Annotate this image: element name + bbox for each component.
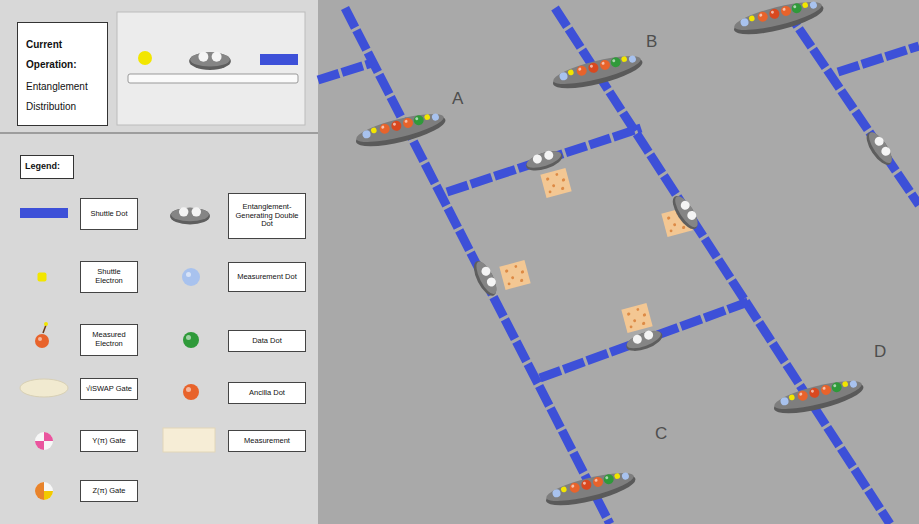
legend-text: Entanglement-Generating Double Dot bbox=[232, 203, 302, 229]
legend-swatch bbox=[183, 384, 199, 400]
legend-heading-box: Legend: bbox=[20, 155, 74, 179]
panel-divider bbox=[0, 132, 318, 134]
legend-swatch bbox=[38, 273, 47, 282]
legend-label-box: Measured Electron bbox=[80, 324, 138, 356]
shuttle-rail bbox=[318, 63, 372, 80]
box-heading: Current Operation: bbox=[26, 35, 102, 75]
highlight bbox=[186, 272, 191, 277]
preview-double-dot bbox=[189, 52, 231, 70]
legend-text: Y(π) Gate bbox=[92, 437, 126, 446]
legend-label-box: Z(π) Gate bbox=[80, 480, 138, 502]
legend-text: Shuttle Dot bbox=[90, 210, 127, 219]
site-label: D bbox=[874, 343, 886, 360]
double-dot bbox=[624, 326, 665, 355]
gate-sphere bbox=[35, 432, 53, 450]
site-label: C bbox=[655, 425, 667, 442]
box-body: Entanglement Distribution bbox=[26, 77, 102, 117]
gate-segment bbox=[35, 441, 44, 450]
legend-label-box: Data Dot bbox=[228, 330, 306, 352]
legend-label-box: Measurement bbox=[228, 430, 306, 452]
legend-label-box: Measurement Dot bbox=[228, 262, 306, 292]
legend-text: Measurement bbox=[244, 437, 290, 446]
legend-text: Data Dot bbox=[252, 337, 282, 346]
legend-text: Ancilla Dot bbox=[249, 389, 285, 398]
legend-swatch bbox=[20, 208, 68, 218]
operation-panel: Current Operation:Entanglement Distribut… bbox=[17, 22, 108, 126]
legend-text: Measured Electron bbox=[84, 331, 134, 348]
site-label: A bbox=[452, 90, 463, 107]
legend-label-box: Shuttle Dot bbox=[80, 198, 138, 230]
legend-swatch-group bbox=[183, 384, 199, 400]
dot-platform bbox=[543, 467, 638, 512]
legend-z-gate-symbol bbox=[35, 482, 53, 500]
legend-label-box: Shuttle Electron bbox=[80, 261, 138, 293]
preview-electron bbox=[138, 51, 152, 65]
electron-body bbox=[35, 334, 49, 348]
double-dot bbox=[524, 147, 565, 174]
legend-measured-electron-symbol bbox=[35, 322, 49, 348]
legend-label-box: Entanglement-Generating Double Dot bbox=[228, 193, 306, 239]
legend-text: √iSWAP Gate bbox=[86, 385, 132, 394]
highlight bbox=[186, 387, 191, 392]
preview-shuttle-dot bbox=[260, 54, 298, 65]
electron-stem bbox=[43, 325, 46, 333]
legend-measurement-symbol bbox=[163, 428, 215, 452]
dot-platform bbox=[353, 108, 448, 153]
gate-segment bbox=[35, 491, 44, 500]
shuttle-rails bbox=[318, 8, 919, 524]
gate-segment bbox=[35, 482, 44, 491]
legend-y-gate-symbol bbox=[35, 432, 53, 450]
measurement-tile bbox=[540, 168, 571, 198]
preview-bar bbox=[128, 74, 298, 83]
legend-swatch-group bbox=[183, 332, 199, 348]
legend-label-box: Ancilla Dot bbox=[228, 382, 306, 404]
gate-sphere bbox=[35, 482, 53, 500]
legend-text: Shuttle Electron bbox=[84, 268, 134, 285]
dot-platform bbox=[771, 375, 866, 420]
site-label: B bbox=[646, 33, 657, 50]
legend-iswap-symbol bbox=[20, 379, 68, 397]
legend-swatch-group bbox=[38, 273, 47, 282]
shuttle-rail bbox=[785, 8, 919, 205]
side-panel bbox=[0, 0, 318, 524]
dot-platform bbox=[731, 0, 826, 41]
highlight bbox=[186, 335, 191, 340]
dot-platform bbox=[550, 50, 645, 95]
shuttle-rail bbox=[838, 46, 919, 72]
scene-ground bbox=[318, 0, 919, 524]
legend-text: Measurement Dot bbox=[237, 273, 297, 282]
legend-swatch-group bbox=[20, 208, 68, 218]
measurement-tile bbox=[499, 260, 530, 290]
shuttle-rail bbox=[540, 302, 748, 378]
double-dot bbox=[862, 128, 897, 169]
gate-segment bbox=[44, 432, 53, 441]
box-heading: Legend: bbox=[25, 159, 69, 173]
legend-swatch-group bbox=[182, 268, 200, 286]
legend-label-box: √iSWAP Gate bbox=[80, 378, 138, 400]
double-dot bbox=[668, 192, 703, 233]
legend-double-dot-symbol bbox=[170, 207, 210, 224]
legend-swatch bbox=[183, 332, 199, 348]
legend-label-box: Y(π) Gate bbox=[80, 430, 138, 452]
operation-preview bbox=[117, 12, 305, 125]
electron-tip bbox=[44, 322, 48, 326]
highlight bbox=[38, 337, 42, 341]
double-dot bbox=[469, 258, 501, 299]
measurement-tile bbox=[621, 303, 652, 333]
legend-swatch bbox=[182, 268, 200, 286]
legend-text: Z(π) Gate bbox=[92, 487, 125, 496]
gate-segment bbox=[44, 491, 53, 500]
